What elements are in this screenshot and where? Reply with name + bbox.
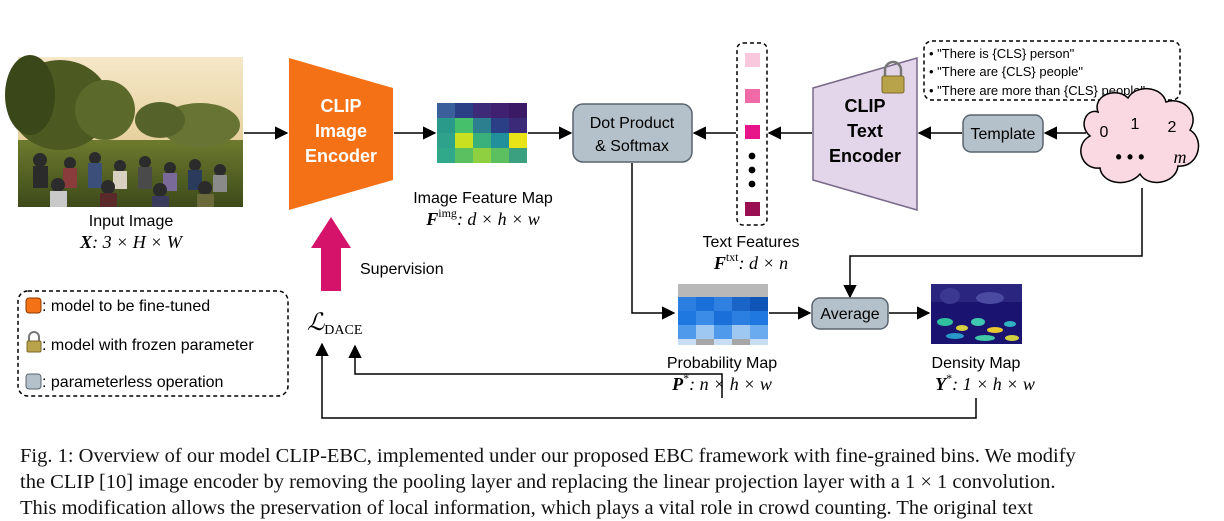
image-encoder-trapezoid <box>289 58 393 210</box>
probability-map-grid <box>678 284 768 345</box>
input-image <box>5 55 243 207</box>
text-features-dims: Ftxt: d × n <box>713 250 788 273</box>
loss-label: ℒDACE <box>307 310 362 338</box>
probability-map-label: Probability Map <box>667 355 777 372</box>
figure-caption: Fig. 1: Overview of our model CLIP-EBC, … <box>20 443 1215 521</box>
text-feature-dot <box>748 180 756 188</box>
image-feature-map-dims: Fimg: d × h × w <box>425 206 539 229</box>
supervision-arrow-shaft <box>321 248 341 291</box>
image-feature-map-grid <box>437 103 527 163</box>
dot-product-line2: & Softmax <box>595 138 669 155</box>
bin-0: 0 <box>1100 124 1109 141</box>
template-label: Template <box>971 126 1036 143</box>
diagram-svg: Input Image X: 3 × H × W CLIP Image Enco… <box>5 40 1200 419</box>
image-encoder-line1: CLIP <box>320 96 361 116</box>
probability-map-dims: P*: n × h × w <box>671 371 772 394</box>
bin-m: m <box>1174 147 1187 167</box>
prompts-box <box>923 40 1181 101</box>
text-features-label: Text Features <box>703 234 800 251</box>
legend-finetune: : model to be fine-tuned <box>42 298 210 315</box>
arrow-dot-to-probmap <box>631 163 676 320</box>
lock-icon <box>881 60 905 94</box>
supervision-arrow-head <box>311 217 351 248</box>
dot-product-box <box>572 103 693 163</box>
density-map-image <box>931 284 1022 344</box>
legend-swatch-paramless <box>25 373 42 390</box>
text-encoder-line2: Text <box>847 121 883 141</box>
bins-cloud <box>1080 88 1200 184</box>
text-feature-3 <box>745 125 760 139</box>
arrow-probmap-to-loss <box>348 344 723 398</box>
legend-box <box>17 290 289 397</box>
text-feature-dot <box>748 166 756 174</box>
image-feature-map-label: Image Feature Map <box>413 190 553 207</box>
legend-paramless: : parameterless operation <box>42 374 223 391</box>
supervision-label: Supervision <box>360 261 444 278</box>
caption-line-3: This modification allows the preservatio… <box>20 497 1033 519</box>
image-encoder-line3: Encoder <box>305 146 377 166</box>
average-label: Average <box>820 306 879 323</box>
arrow-cloud-to-average <box>843 188 1143 299</box>
text-feature-n <box>745 202 760 216</box>
density-map-label: Density Map <box>932 355 1021 372</box>
input-image-dims: X: 3 × H × W <box>79 232 184 252</box>
legend-lock-icon <box>26 331 42 353</box>
prompt-2: • "There are {CLS} people" <box>929 64 1083 79</box>
image-encoder-line2: Image <box>315 121 367 141</box>
text-feature-2 <box>745 89 760 103</box>
legend-frozen: : model with frozen parameter <box>42 337 254 354</box>
text-encoder-line1: CLIP <box>844 96 885 116</box>
caption-line-1: Fig. 1: Overview of our model CLIP-EBC, … <box>20 445 1076 467</box>
bin-dots: • • • <box>1116 147 1145 167</box>
legend-swatch-finetune <box>25 297 42 314</box>
prompt-3: • "There are more than {CLS} people" <box>929 83 1146 98</box>
arrow-density-to-loss <box>315 342 977 419</box>
average-box <box>811 297 889 330</box>
prompt-1: • "There is {CLS} person" <box>929 46 1075 61</box>
text-features-container <box>736 42 768 226</box>
text-encoder-trapezoid <box>812 57 918 211</box>
density-map-dims: Y*: 1 × h × w <box>935 371 1035 394</box>
text-encoder-line3: Encoder <box>829 146 901 166</box>
text-feature-1 <box>745 53 760 67</box>
template-box <box>962 114 1044 153</box>
bin-2: 2 <box>1168 119 1177 136</box>
text-feature-dot <box>748 152 756 160</box>
caption-line-2: the CLIP [10] image encoder by removing … <box>20 471 1056 493</box>
dot-product-line1: Dot Product <box>590 115 675 132</box>
input-image-label: Input Image <box>89 213 174 230</box>
bin-1: 1 <box>1131 116 1140 133</box>
